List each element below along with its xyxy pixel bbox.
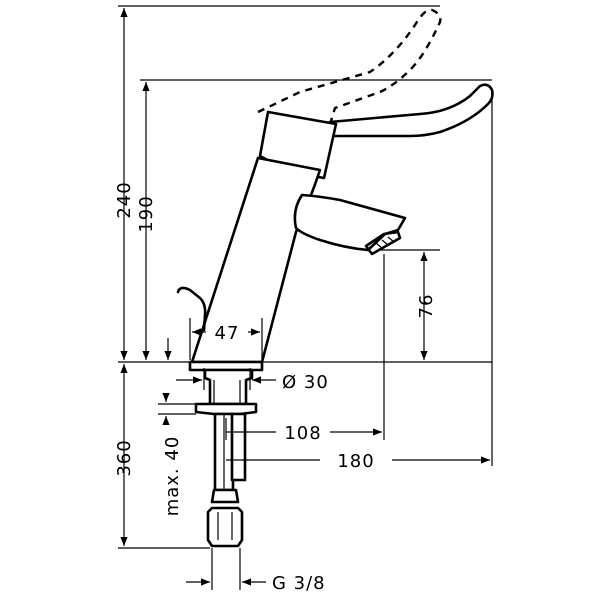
spout xyxy=(293,193,407,252)
connection-nut xyxy=(206,506,244,548)
lever-raised-position xyxy=(257,8,442,125)
faucet-outline xyxy=(176,8,494,548)
dim-connection-thread: G 3/8 xyxy=(272,573,326,594)
dim-spout-reach: 108 xyxy=(284,423,321,444)
lever-handle xyxy=(328,83,494,138)
dim-spout-clearance: 76 xyxy=(416,294,437,319)
aerator xyxy=(364,230,402,256)
dim-tail-length: 360 xyxy=(114,439,135,476)
dim-body-height: 190 xyxy=(136,195,157,232)
dimension-labels: 240 190 76 360 max. 40 47 Ø 30 108 180 G… xyxy=(114,181,437,594)
dim-base-width: 47 xyxy=(215,323,240,344)
dim-total-height: 240 xyxy=(114,181,135,218)
connection-fitting xyxy=(210,488,240,504)
popup-rod xyxy=(176,286,207,332)
extension-lines xyxy=(118,5,493,590)
supply-hose-second xyxy=(230,412,247,482)
dim-lever-reach: 180 xyxy=(337,451,374,472)
dimension-lines xyxy=(120,8,490,586)
mounting-shank xyxy=(203,368,254,406)
dim-max-thickness: max. 40 xyxy=(162,436,183,517)
mounting-nut xyxy=(194,402,258,416)
dim-hole-diameter: Ø 30 xyxy=(282,372,329,393)
